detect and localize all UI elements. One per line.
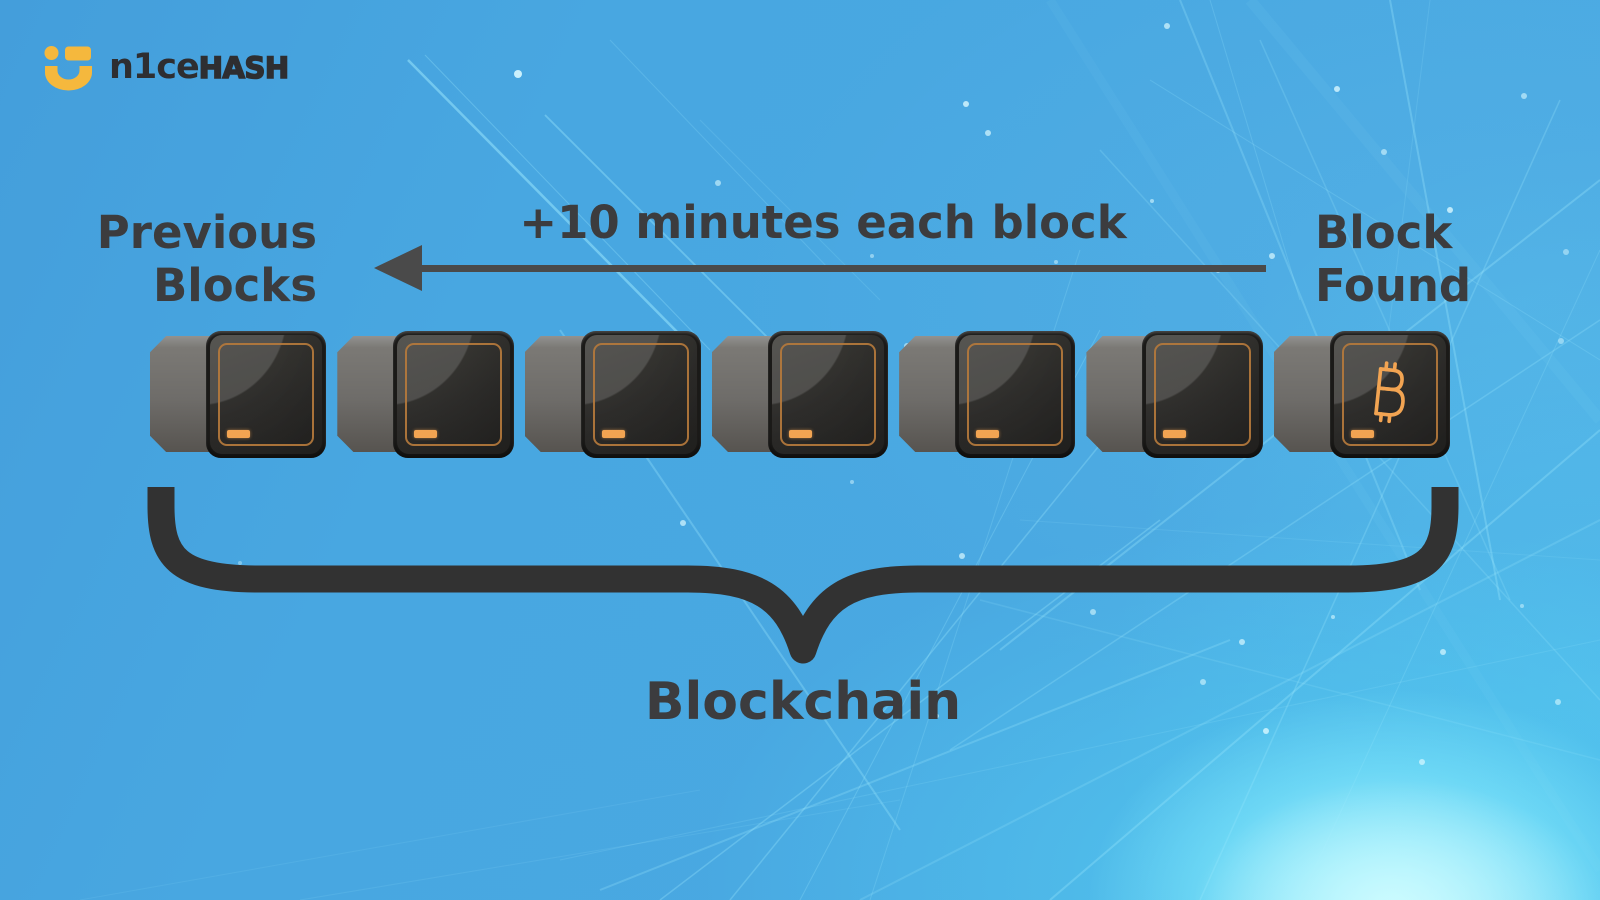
timeline-arrow-head (374, 245, 422, 291)
previous-blocks-line1: Previous (96, 206, 317, 259)
block-face (1329, 331, 1450, 458)
block-dash (414, 430, 438, 438)
block-face (1142, 331, 1263, 458)
block-face (767, 331, 889, 458)
timeline-arrow-line (420, 265, 1266, 272)
nicehash-wordmark: n1cehash (109, 44, 290, 91)
blockchain-blocks-row (150, 331, 1450, 458)
block (899, 331, 1076, 458)
arrow-caption: +10 minutes each block (519, 196, 1127, 249)
previous-blocks-label: Previous Blocks (40, 206, 317, 312)
previous-blocks-line2: Blocks (152, 259, 317, 312)
block-side (1086, 336, 1149, 452)
block-side (524, 336, 587, 452)
block-side (337, 336, 400, 452)
block-side (1273, 336, 1336, 452)
block-dash (1350, 430, 1374, 438)
block-face (955, 331, 1076, 458)
block-found-label: Block Found (1315, 206, 1471, 312)
nicehash-logo: n1cehash (44, 44, 290, 91)
block-face (580, 331, 701, 458)
block (150, 331, 327, 458)
block-face (393, 331, 514, 458)
block-dash (227, 430, 250, 438)
block-dash (788, 430, 812, 438)
block-side (899, 336, 962, 452)
block (711, 331, 889, 458)
block-face (206, 331, 327, 458)
block-found-line1: Block (1315, 206, 1453, 259)
wordmark-regular: n1ce (109, 47, 200, 87)
block-dash (976, 430, 1000, 438)
block (337, 331, 514, 458)
bitcoin-icon (1374, 360, 1405, 423)
block (1086, 331, 1263, 458)
blockchain-label: Blockchain (644, 672, 962, 732)
block-found-line2: Found (1315, 259, 1472, 312)
block-bitcoin (1273, 331, 1450, 458)
nicehash-smiley-icon (44, 45, 92, 90)
block-side (150, 336, 212, 452)
block-dash (601, 430, 625, 438)
wordmark-bold: hash (198, 50, 290, 86)
block-side (711, 336, 774, 452)
block-dash (1163, 430, 1187, 438)
block (524, 331, 701, 458)
